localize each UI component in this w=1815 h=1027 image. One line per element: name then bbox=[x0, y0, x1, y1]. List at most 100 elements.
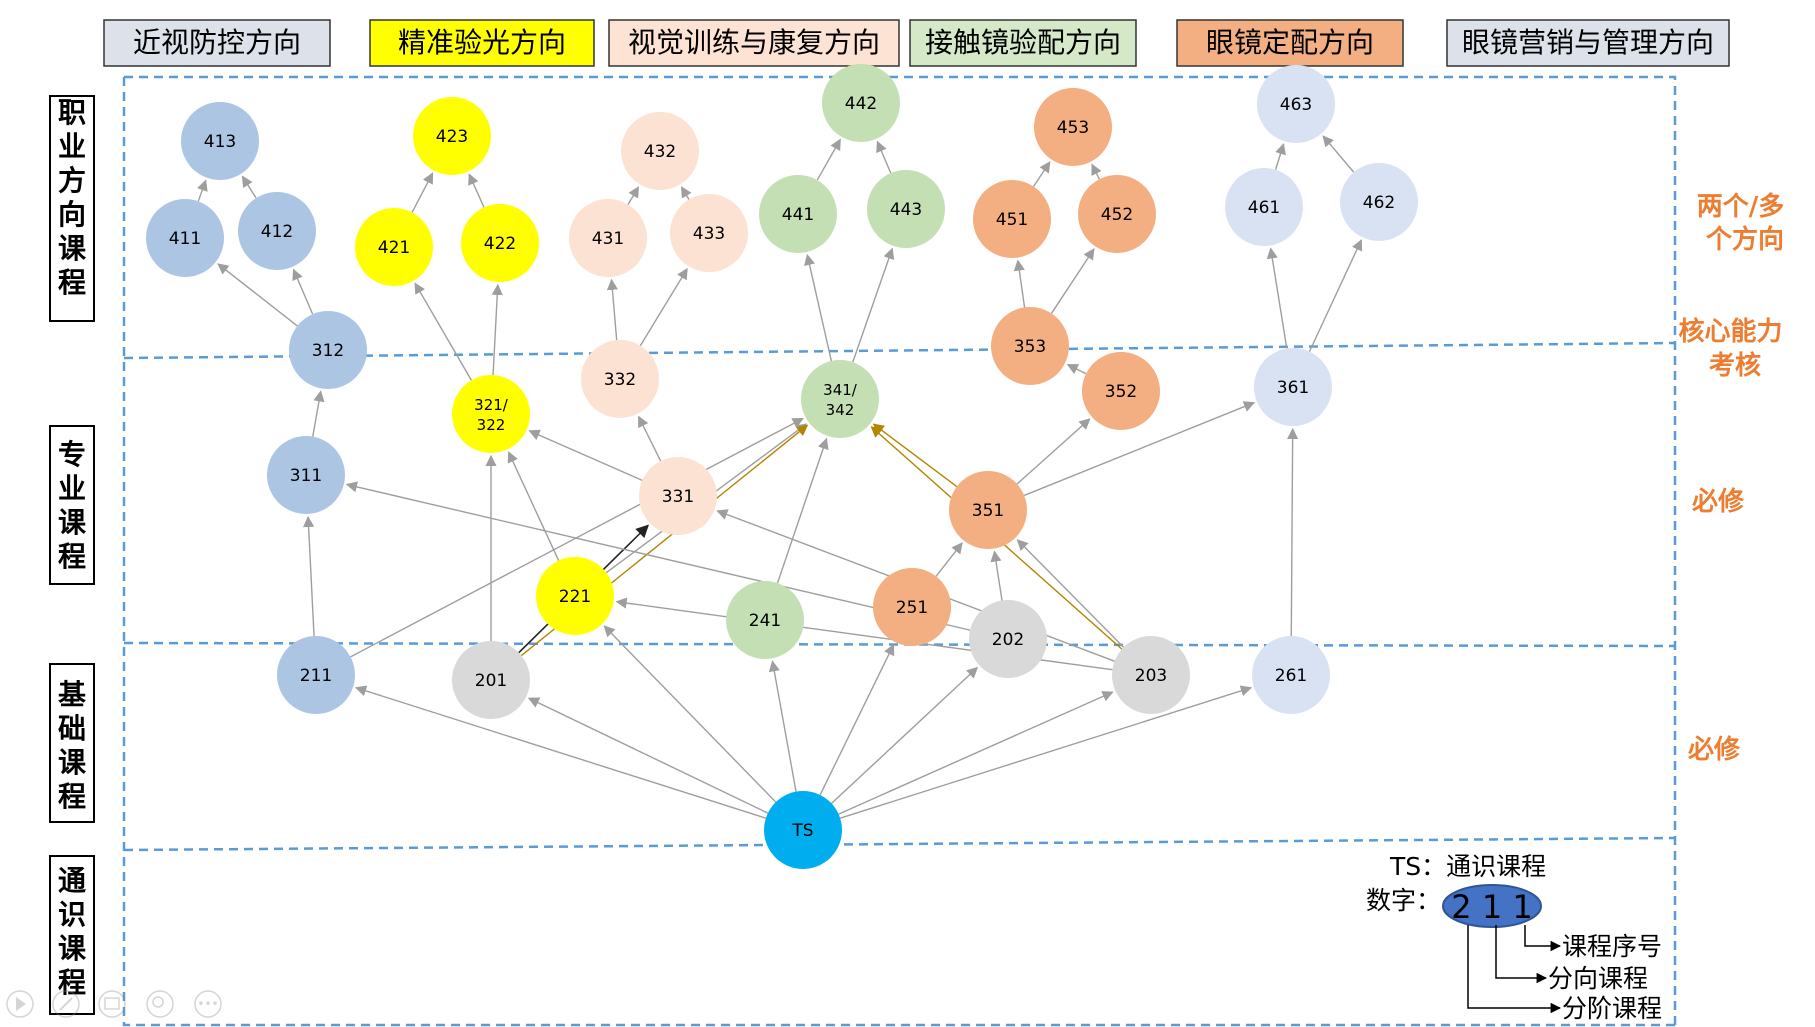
course-node-circle bbox=[867, 170, 945, 248]
course-node-261: 261 bbox=[1252, 636, 1330, 714]
course-node-label-line: 443 bbox=[890, 200, 922, 220]
direction-header-label: 近视防控方向 bbox=[133, 26, 301, 59]
course-node-label-line: 411 bbox=[169, 229, 201, 249]
course-node-label-line: 312 bbox=[312, 341, 344, 361]
course-node-label-line: 352 bbox=[1105, 382, 1137, 402]
course-node-label-line: 341/ bbox=[823, 381, 858, 399]
prerequisite-arrow-412-to-413 bbox=[241, 175, 257, 199]
course-node-462: 462 bbox=[1340, 163, 1418, 241]
course-node-label: 353 bbox=[1014, 337, 1046, 357]
course-node-label: 351 bbox=[972, 501, 1004, 521]
slide-controls[interactable]: ••• bbox=[6, 990, 222, 1018]
course-node-label: 452 bbox=[1101, 205, 1133, 225]
prerequisite-arrow-TS-to-241 bbox=[768, 660, 797, 792]
course-node-label-line: 421 bbox=[378, 238, 410, 258]
course-node-label-line: 311 bbox=[290, 466, 322, 486]
course-node-circle bbox=[413, 97, 491, 175]
course-node-203: 203 bbox=[1112, 636, 1190, 714]
play-icon[interactable] bbox=[6, 990, 34, 1018]
prerequisite-arrow-421-to-423 bbox=[411, 172, 434, 213]
course-node-circle bbox=[1078, 175, 1156, 253]
level-label-box bbox=[49, 425, 95, 585]
slides-icon[interactable] bbox=[98, 990, 126, 1018]
course-node-201: 201 bbox=[452, 641, 530, 719]
level-label-char: 专 bbox=[58, 438, 86, 471]
dashed-frame bbox=[122, 75, 1677, 1027]
prerequisite-arrow-331-to-332 bbox=[638, 415, 662, 462]
course-node-circle bbox=[1034, 88, 1112, 166]
prerequisite-arrow-462-to-463 bbox=[1322, 135, 1355, 173]
course-node-circle bbox=[1340, 163, 1418, 241]
pen-icon-glyph bbox=[59, 997, 73, 1011]
course-node-label: 421 bbox=[378, 238, 410, 258]
level-label-text: 专业课程 bbox=[58, 438, 87, 573]
level-label-char: 业 bbox=[58, 130, 86, 163]
prerequisite-arrow-TS-to-202 bbox=[831, 666, 979, 804]
direction-header-contact-lens: 接触镜验配方向 bbox=[909, 19, 1137, 67]
prerequisite-arrow-353-to-452 bbox=[1050, 248, 1095, 314]
prerequisite-arrow-241-to-341 bbox=[776, 437, 829, 584]
course-node-circle bbox=[822, 64, 900, 142]
course-node-443: 443 bbox=[867, 170, 945, 248]
level-label-char: 通 bbox=[58, 864, 86, 897]
more-options-icon[interactable] bbox=[194, 990, 222, 1018]
course-node-label-line: 322 bbox=[477, 416, 506, 434]
course-node-circle bbox=[181, 102, 259, 180]
prerequisite-arrow-312-to-411 bbox=[217, 263, 298, 327]
side-note-line: 个方向 bbox=[1706, 224, 1784, 255]
direction-header-label: 精准验光方向 bbox=[398, 26, 566, 59]
course-node-label-line: 251 bbox=[896, 598, 928, 618]
course-node-331: 331 bbox=[639, 457, 717, 535]
level-label-char: 程 bbox=[58, 266, 86, 299]
divider-professional-basic bbox=[123, 641, 1676, 648]
prerequisite-arrow-351-to-361 bbox=[1023, 401, 1256, 497]
prerequisite-arrow-411-to-413 bbox=[197, 179, 208, 202]
course-node-351: 351 bbox=[949, 471, 1027, 549]
course-node-label: 251 bbox=[896, 598, 928, 618]
course-node-label-line: 423 bbox=[436, 127, 468, 147]
course-node-circle bbox=[569, 199, 647, 277]
course-node-label-line: 451 bbox=[996, 210, 1028, 230]
level-label-char: 识 bbox=[58, 898, 86, 931]
course-node-label-line: 413 bbox=[204, 132, 236, 152]
direction-header-spectacle-fitting: 眼镜定配方向 bbox=[1176, 19, 1404, 67]
course-node-label: 422 bbox=[484, 234, 516, 254]
direction-header-box bbox=[1446, 19, 1730, 67]
course-node-circle bbox=[1225, 168, 1303, 246]
course-node-211: 211 bbox=[277, 636, 355, 714]
course-node-circle bbox=[991, 307, 1069, 385]
course-node-label-line: 442 bbox=[845, 94, 877, 114]
legend-digit-label: 数字： bbox=[1366, 886, 1441, 915]
course-node-label: 312 bbox=[312, 341, 344, 361]
course-node-circle bbox=[267, 436, 345, 514]
zoom-icon[interactable] bbox=[146, 990, 174, 1018]
level-label-char: 向 bbox=[58, 198, 86, 231]
course-node-label: 221 bbox=[559, 587, 591, 607]
course-node-353: 353 bbox=[991, 307, 1069, 385]
course-node-label-line: TS bbox=[791, 821, 813, 841]
course-node-label-line: 332 bbox=[604, 370, 636, 390]
legend-item-direction: 分向课程 bbox=[1548, 964, 1648, 993]
course-node-label-line: 462 bbox=[1363, 193, 1395, 213]
course-node-label: 461 bbox=[1248, 198, 1280, 218]
pen-icon[interactable] bbox=[52, 990, 80, 1018]
prerequisite-arrow-311-to-312 bbox=[312, 390, 325, 437]
course-node-label-line: 221 bbox=[559, 587, 591, 607]
prerequisite-arrow-TS-to-211 bbox=[354, 685, 767, 819]
course-node-433: 433 bbox=[670, 194, 748, 272]
prerequisite-arrow-341-to-441 bbox=[804, 253, 833, 362]
course-node-circle bbox=[452, 641, 530, 719]
course-node-label: 451 bbox=[996, 210, 1028, 230]
prerequisite-arrow-332-to-433 bbox=[639, 267, 688, 347]
level-label-char: 课 bbox=[58, 746, 87, 779]
legend-item-stage: 分阶课程 bbox=[1562, 994, 1662, 1023]
course-node-label-line: 342 bbox=[826, 401, 855, 419]
course-node-label: 361 bbox=[1277, 378, 1309, 398]
prerequisite-arrow-203-to-351 bbox=[1016, 539, 1125, 648]
course-node-label-line: 452 bbox=[1101, 205, 1133, 225]
course-node-412: 412 bbox=[238, 192, 316, 270]
prerequisite-arrow-321-to-422 bbox=[491, 283, 503, 376]
prerequisite-arrow-351-to-352 bbox=[1016, 418, 1091, 485]
level-label-char: 础 bbox=[58, 712, 86, 745]
